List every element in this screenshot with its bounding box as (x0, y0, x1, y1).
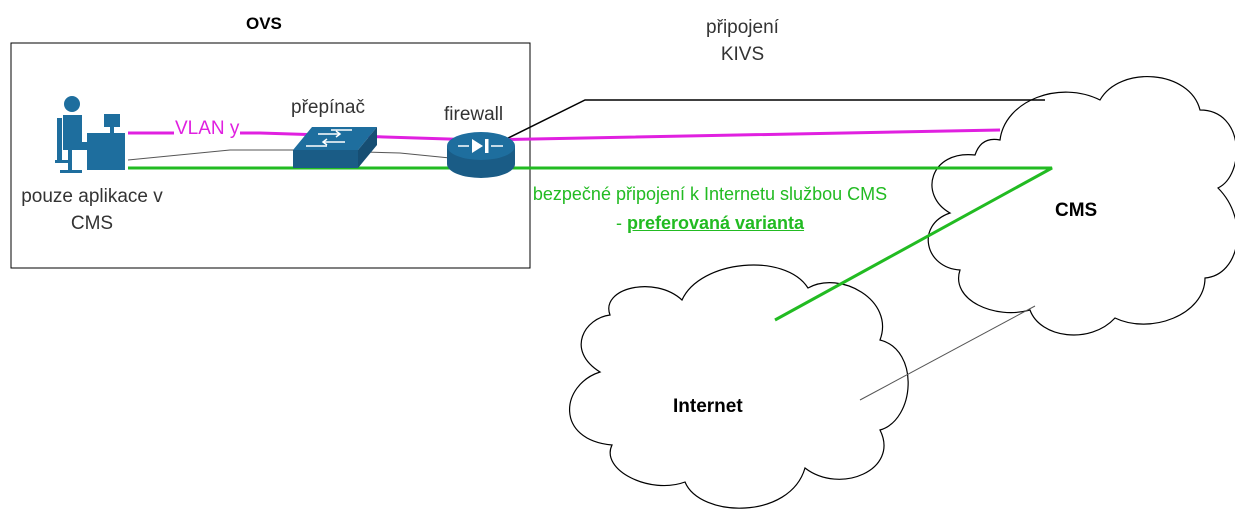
vlan-label: VLAN y (174, 118, 241, 140)
cms-label: CMS (1055, 200, 1098, 221)
user-label: pouze aplikace v CMS (21, 186, 163, 234)
vlan-link (128, 128, 1001, 142)
preferred-variant: preferovaná varianta (626, 213, 805, 233)
firewall-label: firewall (444, 104, 504, 125)
user-workstation-icon (55, 96, 125, 173)
kivs-label: připojení KIVS (706, 17, 779, 65)
network-switch-icon (293, 127, 377, 168)
cms-cloud (927, 76, 1235, 336)
internet-note-dash: - (615, 213, 627, 233)
switch-label: přepínač (291, 97, 365, 118)
kivs-link (483, 99, 1045, 151)
firewall-icon (447, 132, 515, 178)
ovs-title: OVS (246, 14, 282, 33)
internet-label: Internet (673, 396, 743, 417)
internet-cms-link (859, 305, 1036, 401)
internet-cloud (569, 264, 909, 509)
internet-note: bezpečné připojení k Internetu službou C… (520, 180, 900, 238)
internet-note-line1: bezpečné připojení k Internetu službou C… (532, 184, 888, 204)
